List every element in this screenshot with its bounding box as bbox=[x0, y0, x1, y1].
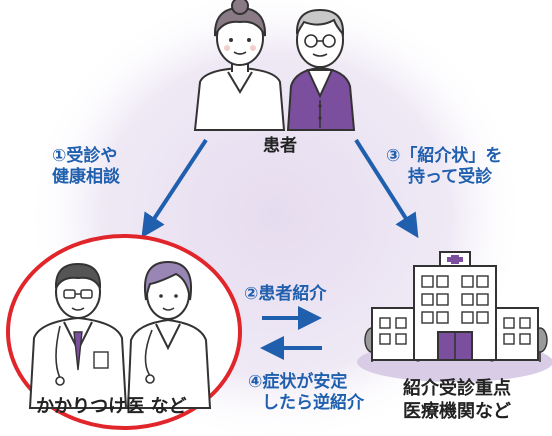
step3-line1: ③「紹介状」を bbox=[386, 146, 503, 166]
step3-label: ③「紹介状」を 持って受診 bbox=[386, 146, 502, 189]
female-doctor-icon bbox=[126, 260, 212, 409]
patient-label: 患者 bbox=[263, 136, 297, 156]
arrow-step3 bbox=[354, 138, 419, 239]
clinic-label: かかりつけ医 など bbox=[36, 396, 187, 417]
hospital-line1: 紹介受診重点 bbox=[403, 378, 511, 399]
hospital-cross-icon bbox=[447, 255, 463, 264]
hospital-label: 紹介受診重点 医療機関など bbox=[382, 378, 532, 423]
step1-line1: ①受診や bbox=[52, 146, 118, 166]
step4-label: ④症状が安定 したら逆紹介 bbox=[248, 372, 364, 415]
step4-line1: ④症状が安定 bbox=[248, 372, 348, 392]
patients-illustration bbox=[193, 0, 356, 131]
arrow-step1 bbox=[141, 138, 208, 239]
hospital-illustration bbox=[357, 251, 552, 382]
woman-patient-icon bbox=[193, 0, 286, 131]
step4-line2: したら逆紹介 bbox=[262, 393, 364, 414]
man-patient-icon bbox=[286, 8, 356, 131]
doctors-illustration bbox=[28, 260, 212, 409]
hospital-line2: 医療機関など bbox=[403, 400, 511, 422]
male-doctor-icon bbox=[28, 262, 128, 409]
step3-line2: 持って受診 bbox=[408, 167, 493, 188]
step2-label: ②患者紹介 bbox=[244, 284, 327, 304]
step1-label: ①受診や 健康相談 bbox=[52, 146, 120, 189]
step1-line2: 健康相談 bbox=[52, 167, 120, 188]
